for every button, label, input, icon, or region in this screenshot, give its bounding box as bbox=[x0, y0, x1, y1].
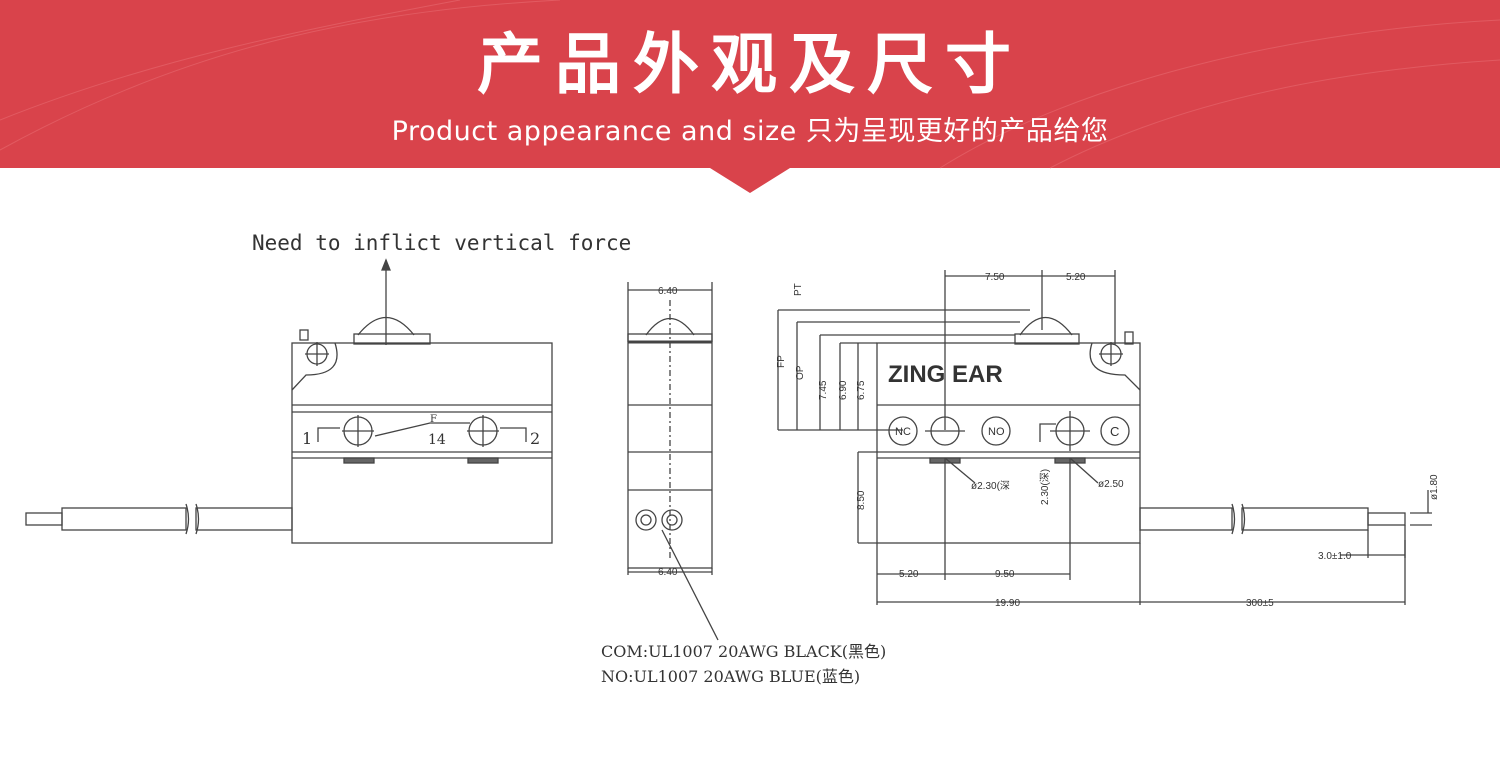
banner-decorative-lines bbox=[0, 0, 1500, 169]
nc-terminal-icon bbox=[888, 416, 918, 446]
header-banner bbox=[0, 0, 1500, 193]
side-view bbox=[627, 282, 719, 641]
terminal-label-f: F bbox=[430, 414, 437, 425]
wire-note-com: COM:UL1007 20AWG BLACK(黑色) bbox=[601, 642, 886, 661]
brand-label: ZING EAR bbox=[888, 361, 1003, 388]
c-label: C bbox=[1110, 424, 1119, 439]
force-note: Need to inflict vertical force bbox=[252, 231, 631, 255]
dim-side-top: 6.40 bbox=[658, 286, 678, 297]
dim-675: 6.75 bbox=[856, 380, 867, 400]
page-subtitle: Product appearance and size 只为呈现更好的产品给您 bbox=[391, 116, 1109, 147]
dim-pt: PT bbox=[793, 283, 804, 296]
c-terminal-icon bbox=[1100, 416, 1130, 446]
page-title: 产品外观及尺寸 bbox=[477, 26, 1023, 103]
banner-background bbox=[0, 0, 1500, 193]
dim-745: 7.45 bbox=[818, 380, 829, 400]
dim-bottom-1990: 19.90 bbox=[995, 598, 1020, 609]
front-view: Need to inflict vertical force bbox=[25, 231, 631, 544]
dim-hole2: ø2.50 bbox=[1098, 479, 1124, 490]
dim-top-left: 7.50 bbox=[985, 272, 1005, 283]
dim-op: OP bbox=[795, 365, 806, 380]
wire-note-no: NO:UL1007 20AWG BLUE(蓝色) bbox=[601, 667, 860, 686]
terminal-label-2: 2 bbox=[530, 429, 540, 448]
no-label: NO bbox=[988, 426, 1005, 438]
dim-690: 6.90 bbox=[838, 380, 849, 400]
dim-fp: FP bbox=[776, 355, 787, 368]
dim-wire-length: 300±5 bbox=[1246, 598, 1274, 609]
dim-bottom-520: 5.20 bbox=[899, 569, 919, 580]
dim-bottom-950: 9.50 bbox=[995, 569, 1015, 580]
dim-side-bottom: 6.40 bbox=[658, 567, 678, 578]
dim-hole1: ø2.30(深 bbox=[971, 480, 1010, 492]
terminal-label-14: 14 bbox=[428, 432, 446, 448]
dim-wire-diameter: ø1.80 bbox=[1429, 474, 1440, 500]
dim-850: 8.50 bbox=[856, 490, 867, 510]
terminal-label-1: 1 bbox=[302, 429, 312, 448]
dim-wire-strip: 3.0±1.0 bbox=[1318, 551, 1352, 562]
dim-top-right: 5.20 bbox=[1066, 272, 1086, 283]
rear-view bbox=[777, 270, 1432, 605]
no-terminal-icon bbox=[981, 416, 1011, 446]
nc-label: NC bbox=[895, 426, 911, 438]
dim-hole-depth: 2.30(深) bbox=[1039, 469, 1051, 505]
